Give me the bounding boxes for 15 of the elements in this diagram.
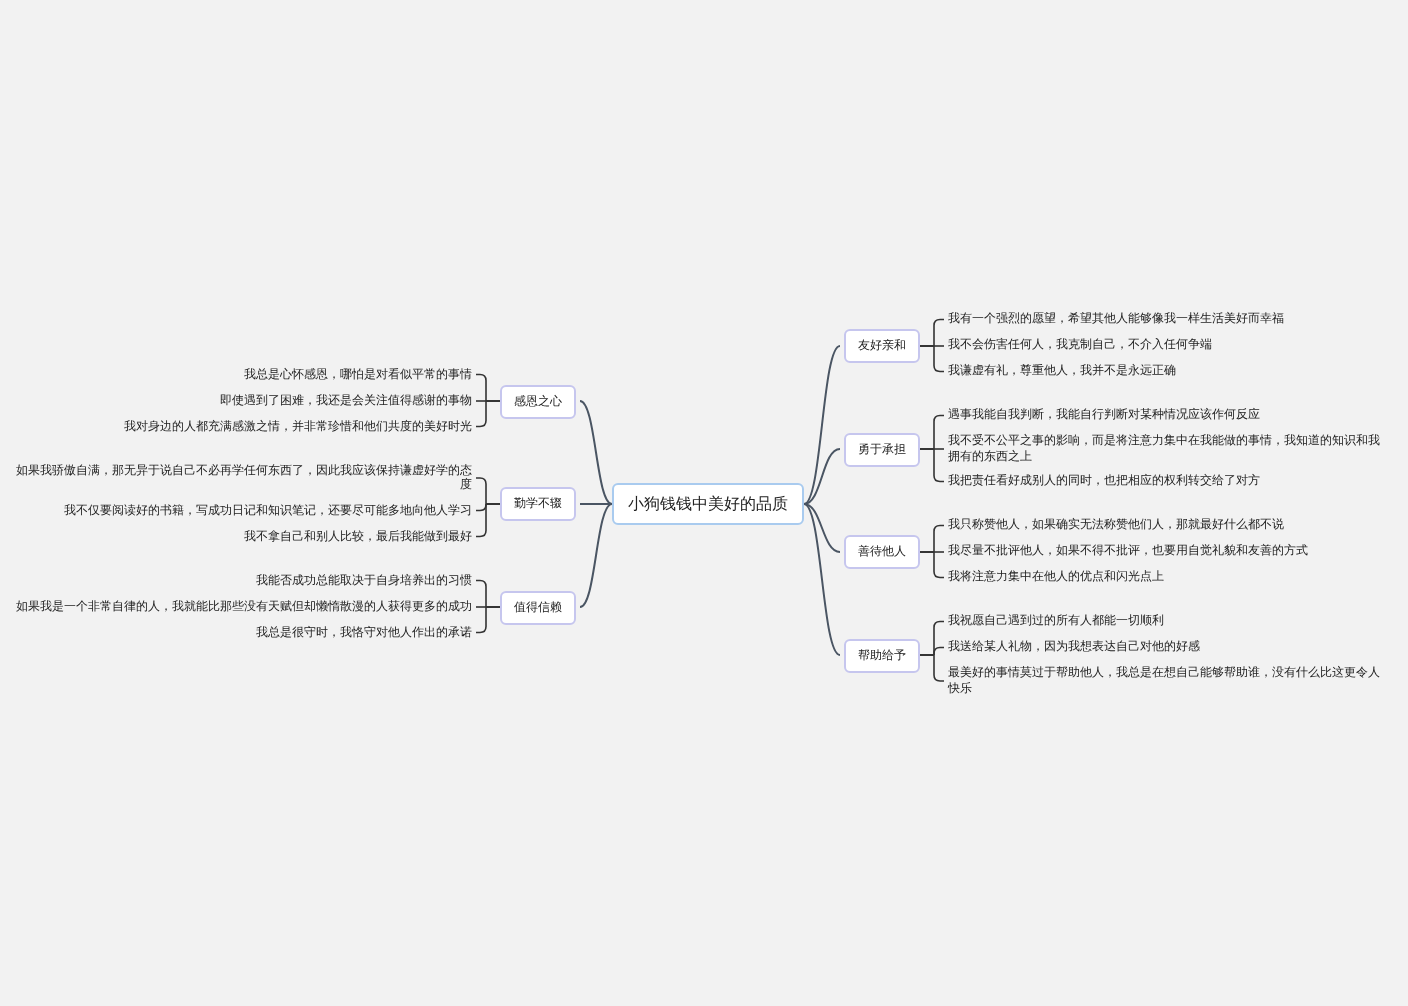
bracket-connector [919,345,945,373]
branch-line [579,503,613,608]
central-topic-box: 小狗钱钱中美好的品质 [612,483,804,525]
bracket-connector [919,448,945,483]
branch-line [803,503,841,553]
branch-line [579,400,613,505]
bracket-connector [475,606,501,634]
bracket-connector [475,400,501,428]
branch-line [803,448,841,505]
bracket-connector [919,654,945,682]
branch-line [803,345,841,505]
branch-line [579,503,613,505]
branch-line [803,503,841,656]
bracket-connector [475,503,501,538]
bracket-connector [919,551,945,579]
